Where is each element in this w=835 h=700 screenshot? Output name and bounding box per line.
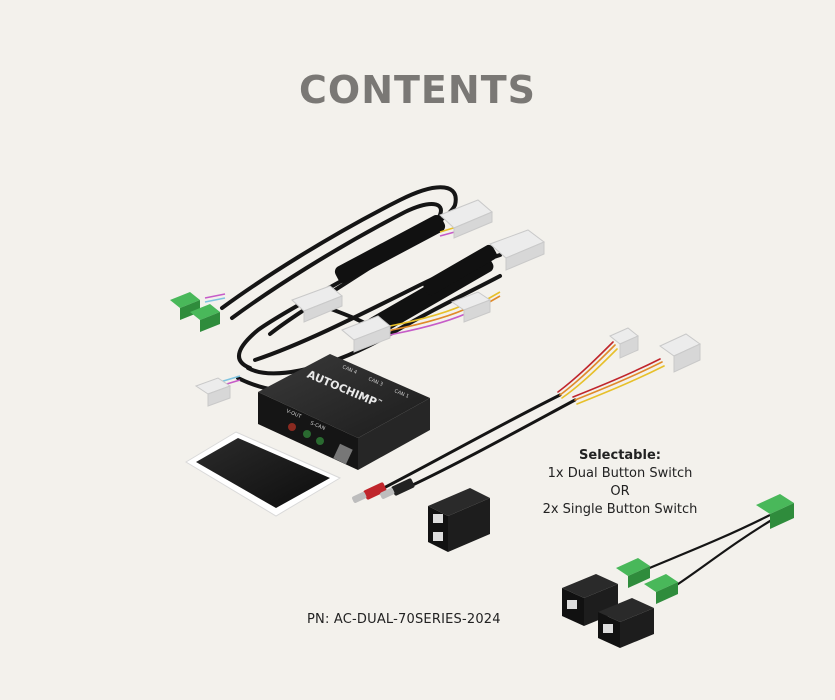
harness-sleeve: [334, 214, 497, 337]
switch-option-or: OR: [610, 484, 630, 499]
green-connector-5: [644, 574, 678, 604]
module-port-label-can3: CAN 3: [367, 376, 384, 388]
white-connector-6: [194, 377, 232, 407]
module-trademark: ™: [376, 398, 384, 407]
green-connector-2: [190, 304, 220, 332]
rca-plug-black: [380, 478, 415, 499]
green-connector-1: [170, 292, 200, 320]
module-port-label-can1: CAN 1: [393, 388, 410, 400]
part-number: PN: AC-DUAL-70SERIES-2024: [307, 612, 501, 627]
module-port-label-can4: CAN 4: [341, 364, 358, 376]
rca-plug-red: [352, 482, 387, 503]
white-connector-1: [439, 199, 493, 239]
switch-options-heading: Selectable:: [579, 448, 661, 463]
switch-option-dual: 1x Dual Button Switch: [547, 466, 693, 481]
single-button-switch-2: [598, 598, 654, 648]
switch-option-single: 2x Single Button Switch: [542, 502, 698, 517]
dual-button-switch: [428, 488, 490, 552]
white-connector-3: [291, 285, 343, 323]
adhesive-pad: [185, 431, 342, 517]
module-port-label-scan: S-CAN: [309, 420, 326, 432]
switch-options-note: Selectable: 1x Dual Button Switch OR 2x …: [520, 447, 720, 519]
white-connector-2: [489, 229, 545, 271]
single-switch-cable: [639, 514, 776, 589]
green-connector-3: [756, 494, 794, 529]
page-title: CONTENTS: [299, 68, 536, 112]
white-connector-7: [609, 327, 639, 359]
green-connector-4: [616, 558, 650, 588]
white-connector-5: [450, 291, 492, 323]
control-module: [258, 354, 430, 470]
white-connector-4: [341, 315, 391, 353]
white-connector-8: [659, 333, 701, 373]
rca-cable: [370, 341, 665, 496]
